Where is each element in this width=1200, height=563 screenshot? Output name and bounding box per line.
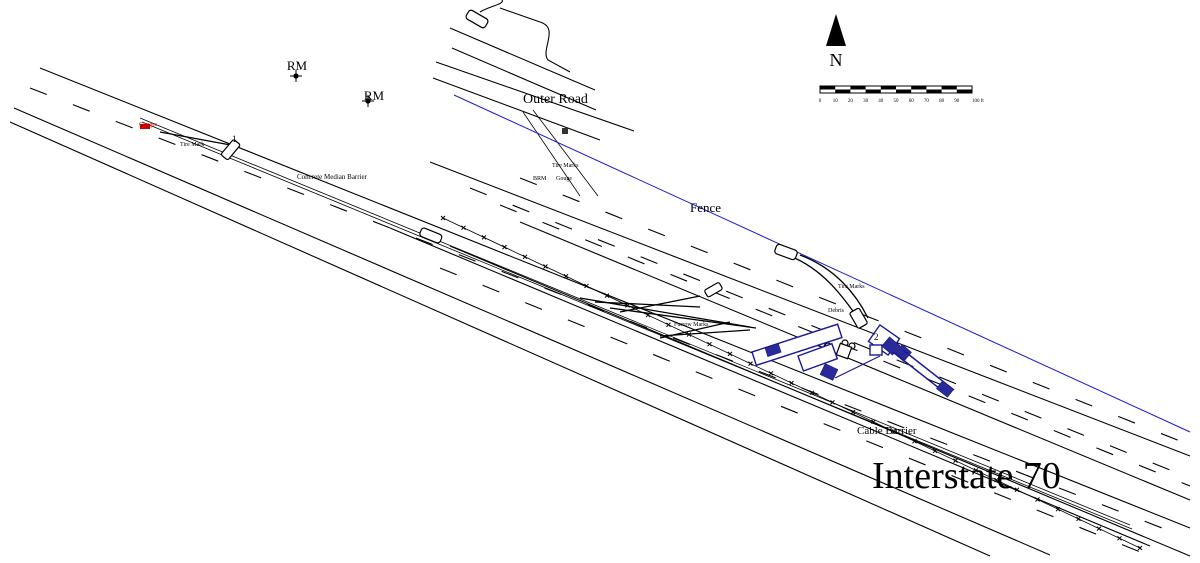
scale-tick-label: 50	[894, 99, 900, 104]
ref-mark-label-1: RM	[287, 58, 308, 73]
final-rest-truck-center	[797, 342, 839, 381]
final-rest-trailer-long	[751, 323, 843, 367]
north-label: N	[830, 50, 843, 70]
cable-barrier-post	[809, 390, 815, 396]
cable-barrier-post	[1055, 506, 1061, 512]
fence-line	[453, 94, 1191, 433]
brm-label: BRM	[533, 176, 547, 182]
scale-bar-segment	[926, 89, 942, 93]
scale-bar-segment	[956, 89, 972, 93]
cable-barrier-post	[1137, 545, 1143, 551]
scale-tick-label: 90	[954, 99, 960, 104]
cable-barrier-post	[953, 458, 958, 464]
final-rest-trailer-diagonal	[892, 349, 955, 398]
tire-mark-label-3: Tire Marks	[838, 284, 865, 290]
vehicle-1-initial	[220, 139, 241, 161]
cable-barrier-post	[481, 235, 487, 240]
cable-barrier-post	[727, 351, 733, 357]
furrow-marks-label: Furrow Marks	[674, 322, 709, 328]
cable-barrier-post	[891, 429, 897, 434]
cable-barrier-post	[1117, 535, 1122, 541]
cable-barrier-post	[707, 341, 712, 347]
scale-bar-segment	[850, 86, 866, 90]
cable-barrier-post	[748, 361, 753, 366]
cable-barrier-label: Cable Barrier	[857, 425, 917, 437]
fence-label: Fence	[690, 200, 721, 215]
vehicle-outer-road-parked	[465, 9, 489, 29]
tire-mark-label-2: Tire Marks	[552, 163, 579, 169]
cable-barrier-post	[522, 254, 528, 260]
scale-bar-segment	[941, 86, 957, 90]
vehicle-at-debris	[849, 307, 868, 329]
cable-barrier-post	[871, 419, 876, 425]
vehicle-number-1: 1	[232, 134, 237, 144]
cable-barrier	[440, 215, 1143, 551]
cable-barrier-post	[973, 467, 979, 473]
concrete-median-barrier	[139, 117, 1133, 530]
scale-tick-label: 60	[909, 99, 915, 104]
scale-tick-label: 10	[833, 99, 839, 104]
scale-bar-segment	[835, 89, 851, 93]
scale-bar-segment	[911, 86, 927, 90]
cable-barrier-post	[502, 244, 507, 250]
cable-barrier-post	[1035, 497, 1040, 502]
cable-barrier-post	[543, 264, 548, 269]
final-rest-link-line	[834, 355, 881, 379]
cable-barrier-post	[1096, 526, 1102, 531]
point-marker-outer	[562, 128, 568, 134]
outer-road	[432, 0, 635, 197]
scale-bar-segment	[880, 86, 896, 90]
scale-tick-label: 20	[848, 99, 854, 104]
tire-marks-first-vehicle	[159, 131, 237, 147]
gouges-label: Gouges	[139, 122, 158, 128]
cable-barrier-post	[932, 448, 938, 454]
ref-mark-label-2: RM	[364, 88, 385, 103]
final-rest-cluster	[867, 323, 912, 362]
cable-barrier-post	[789, 380, 794, 386]
north-arrow: N	[826, 14, 846, 70]
scale-bar-segment	[820, 86, 836, 90]
cable-barrier-post	[994, 477, 999, 483]
cable-barrier-post	[584, 283, 589, 289]
interstate-label: Interstate 70	[872, 455, 1061, 497]
cable-barrier-post	[912, 438, 917, 444]
debris-label: Debris	[828, 308, 845, 314]
vehicle-number-2: 2	[874, 332, 879, 342]
scale-tick-label: 30	[863, 99, 869, 104]
vehicle-median	[704, 282, 723, 298]
gouge-marker-red	[140, 124, 150, 129]
cable-barrier-post	[440, 215, 446, 221]
tire-mark-label-1: Tire Mark	[180, 142, 204, 148]
scale-tick-label: 80	[939, 99, 945, 104]
scale-tick-label: 100 ft	[972, 99, 984, 104]
scale-tick-label: 40	[878, 99, 884, 104]
cable-barrier-post	[1014, 487, 1020, 493]
scale-tick-label: 0	[819, 99, 822, 104]
scale-bar-segment	[896, 89, 912, 93]
outer-road-label: Outer Road	[523, 92, 588, 107]
cable-barrier-post	[850, 409, 856, 415]
ref-mark-2-symbol	[362, 95, 374, 107]
cable-barrier-post	[666, 322, 671, 328]
vehicle-lane-2	[419, 227, 443, 244]
cable-barrier-post	[830, 400, 835, 405]
scale-bar-segment	[865, 89, 881, 93]
scale-bar-ticks: 0 10 20 30 40 50 60 70 80 90 100 ft	[819, 86, 984, 104]
cable-barrier-post	[563, 273, 569, 279]
furrow-marks	[579, 295, 757, 339]
concrete-median-barrier-label: Concrete Median Barrier	[297, 173, 368, 181]
ref-mark-1-symbol	[290, 70, 302, 82]
cable-barrier-post	[461, 225, 466, 231]
vehicle-north-shoulder	[774, 243, 798, 261]
cable-barrier-post	[1076, 516, 1081, 522]
cable-barrier-post	[768, 370, 774, 376]
gouge-label: Gouge	[556, 176, 572, 182]
cable-barrier-post	[604, 293, 610, 299]
scale-tick-label: 70	[924, 99, 930, 104]
